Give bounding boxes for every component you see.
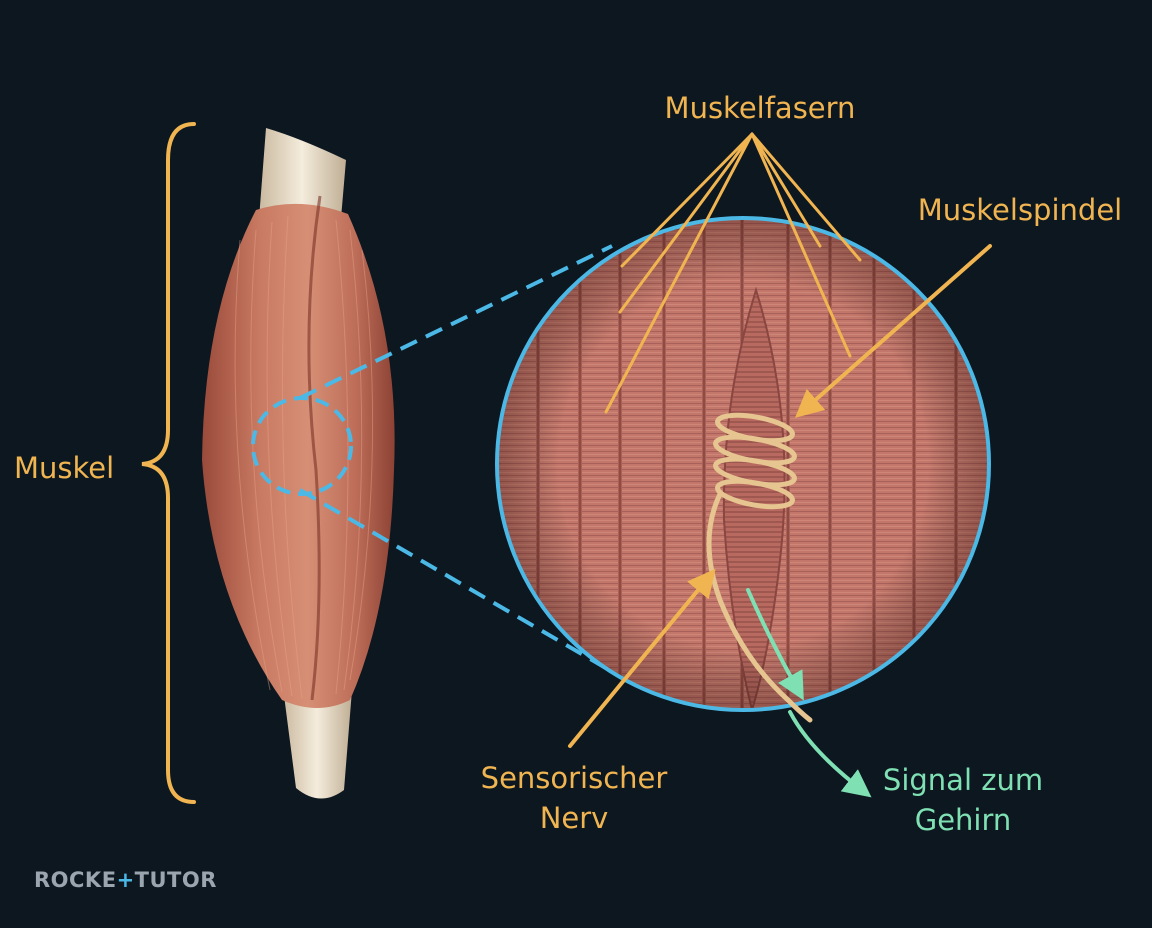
zoom-region-marker <box>251 396 353 496</box>
muscle-label: Muskel <box>14 451 115 485</box>
sensory-nerve-arrow <box>568 568 716 748</box>
signal-label-line2: Gehirn <box>914 803 1012 837</box>
sensory-nerve-label-line2: Nerv <box>539 801 609 835</box>
muscle-spindle-arrow <box>794 244 992 418</box>
signal-label-line1: Signal zum <box>882 763 1044 797</box>
zoom-line-top <box>299 244 613 400</box>
muscle-illustration <box>202 128 395 799</box>
muscle-fibers-pointers <box>604 132 862 414</box>
brand-logo: ROCKE+TUTOR <box>34 868 217 892</box>
magnified-view-outline <box>495 216 991 712</box>
signal-to-brain-label: Signal zum Gehirn <box>858 760 1068 840</box>
signal-arrow-inner <box>746 588 804 701</box>
logo-text-part2: TUTOR <box>134 868 217 892</box>
signal-arrow-outer <box>788 710 872 798</box>
sensory-nerve-label-line1: Sensorischer <box>480 761 668 795</box>
muscle-bracket <box>141 122 196 804</box>
sensory-nerve-coil <box>706 412 813 723</box>
zoom-line-bottom <box>298 488 618 676</box>
logo-plus-glyph: + <box>116 868 135 892</box>
muscle-spindle-label: Muskelspindel <box>917 193 1123 227</box>
muscle-fibers-label: Muskelfasern <box>664 91 856 125</box>
logo-text-part1: ROCKE <box>34 868 117 892</box>
sensory-nerve-label: Sensorischer Nerv <box>444 758 704 838</box>
